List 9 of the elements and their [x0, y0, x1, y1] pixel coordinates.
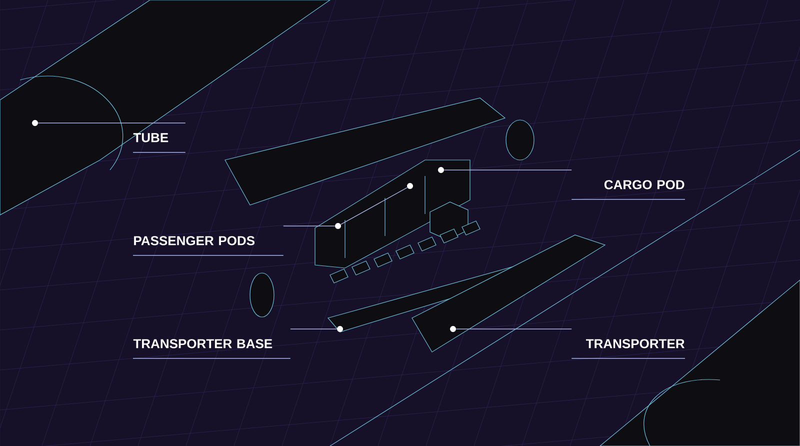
- leader-line: [456, 328, 572, 330]
- leader-line: [38, 122, 186, 124]
- leader-line: [290, 328, 338, 330]
- callout-label: TUBE: [133, 133, 168, 142]
- callout-label: TRANSPORTER: [586, 339, 685, 348]
- callout-label: CARGO POD: [604, 180, 684, 190]
- callout-label: PASSENGER PODS: [134, 236, 255, 246]
- callout-label: TRANSPORTER BASE: [133, 339, 272, 348]
- leader-line: [340, 187, 408, 225]
